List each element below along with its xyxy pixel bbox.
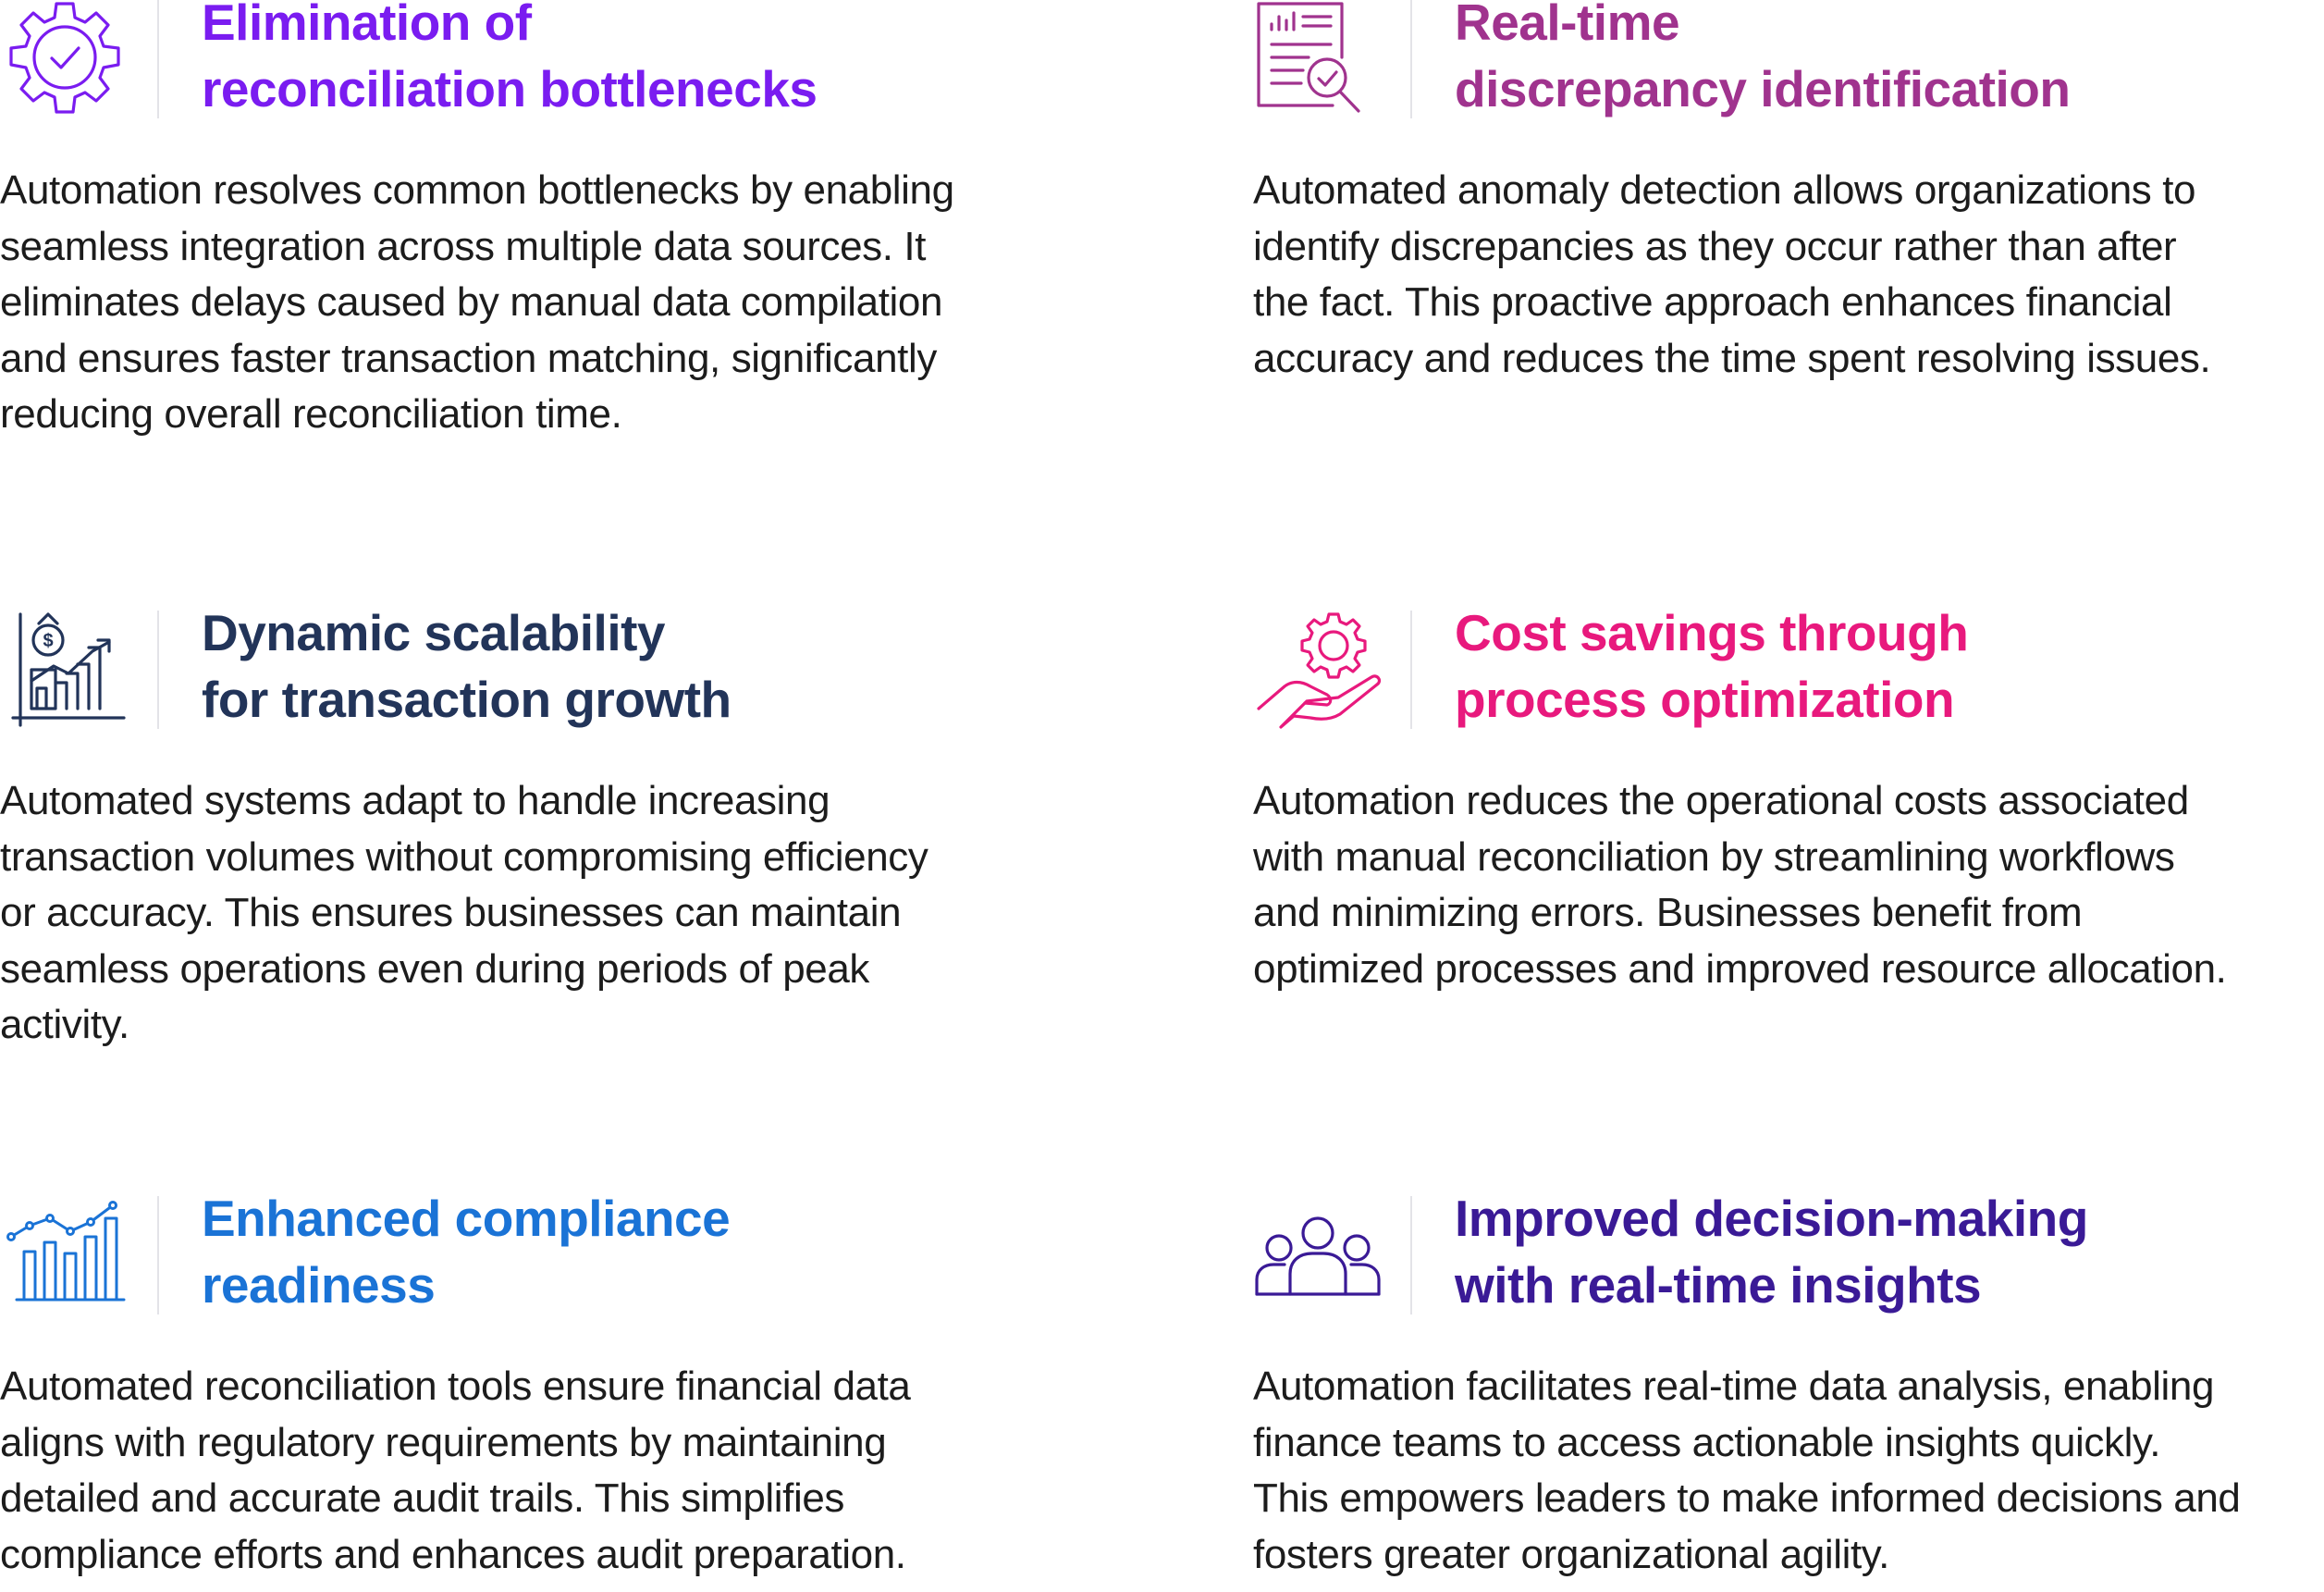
card-description-line: the fact. This proactive approach enhanc…	[1253, 279, 2172, 325]
card-title-line: Dynamic scalability	[202, 604, 666, 661]
card-description-line: finance teams to access actionable insig…	[1253, 1419, 2161, 1465]
card-description: Automated anomaly detection allows organ…	[1253, 163, 2324, 387]
card-description-line: seamless integration across multiple dat…	[0, 223, 927, 269]
divider	[1410, 0, 1412, 118]
money-growth-chart-icon: $	[0, 611, 129, 735]
card-description-line: reducing overall reconciliation time.	[0, 391, 622, 437]
card-description-line: Automation reduces the operational costs…	[1253, 778, 2189, 823]
card-description: Automated reconciliation tools ensure fi…	[0, 1359, 1091, 1583]
team-people-icon	[1253, 1196, 1383, 1321]
card-description-line: accuracy and reduces the time spent reso…	[1253, 335, 2211, 381]
card-description-line: Automated systems adapt to handle increa…	[0, 778, 830, 823]
divider	[1410, 611, 1412, 729]
card-description-line: aligns with regulatory requirements by m…	[0, 1419, 887, 1465]
card-description-line: or accuracy. This ensures businesses can…	[0, 890, 902, 935]
card-description-line: identify discrepancies as they occur rat…	[1253, 223, 2177, 269]
card-description: Automation resolves common bottlenecks b…	[0, 163, 1091, 443]
card-title-line: Improved decision-making	[1455, 1190, 2088, 1247]
card-title-line: readiness	[202, 1256, 436, 1314]
card-description-line: Automation resolves common bottlenecks b…	[0, 167, 954, 213]
hand-gear-icon	[1253, 611, 1383, 735]
card-description: Automated systems adapt to handle increa…	[0, 773, 1091, 1054]
card-description-line: detailed and accurate audit trails. This…	[0, 1475, 845, 1521]
card-description-line: eliminates delays caused by manual data …	[0, 279, 943, 325]
card-title-line: with real-time insights	[1455, 1256, 1982, 1314]
divider	[157, 0, 159, 118]
card-title-line: Elimination of	[202, 0, 532, 51]
card-description-line: fosters greater organizational agility.	[1253, 1531, 1889, 1577]
card-title-line: reconciliation bottlenecks	[202, 60, 818, 117]
card-title: Enhanced compliance readiness	[202, 1185, 731, 1318]
card-description-line: This empowers leaders to make informed d…	[1253, 1475, 2241, 1521]
card-title-line: Real-time	[1455, 0, 1680, 51]
card-title: Improved decision-making with real-time …	[1455, 1185, 2088, 1318]
gear-check-icon	[0, 0, 129, 125]
card-description: Automation reduces the operational costs…	[1253, 773, 2324, 997]
card-title: Cost savings through process optimizatio…	[1455, 599, 1969, 733]
card-title-line: discrepancy identification	[1455, 60, 2071, 117]
card-description-line: Automated anomaly detection allows organ…	[1253, 167, 2196, 213]
card-description-line: and ensures faster transaction matching,…	[0, 335, 937, 381]
card-description-line: transaction volumes without compromising…	[0, 833, 928, 880]
card-description-line: Automated reconciliation tools ensure fi…	[0, 1364, 911, 1409]
card-description-line: activity.	[0, 1002, 129, 1047]
card-title: Real-time discrepancy identification	[1455, 0, 2071, 122]
card-title: Dynamic scalability for transaction grow…	[202, 599, 732, 733]
card-description-line: optimized processes and improved resourc…	[1253, 945, 2227, 992]
card-description-line: and minimizing errors. Businesses benefi…	[1253, 890, 2083, 935]
card-title-line: Cost savings through	[1455, 604, 1969, 661]
svg-text:$: $	[43, 631, 53, 651]
report-magnifier-icon	[1253, 0, 1383, 125]
divider	[157, 1196, 159, 1314]
card-description-line: Automation facilitates real-time data an…	[1253, 1364, 2215, 1409]
card-description-line: compliance efforts and enhances audit pr…	[0, 1531, 906, 1577]
card-description: Automation facilitates real-time data an…	[1253, 1359, 2324, 1583]
card-description-line: with manual reconciliation by streamlini…	[1253, 833, 2175, 880]
card-title-line: Enhanced compliance	[202, 1190, 731, 1247]
bar-line-chart-icon	[0, 1196, 129, 1321]
divider	[157, 611, 159, 729]
card-title-line: process optimization	[1455, 671, 1955, 728]
card-description-line: seamless operations even during periods …	[0, 945, 870, 992]
card-title-line: for transaction growth	[202, 671, 732, 728]
card-title: Elimination of reconciliation bottleneck…	[202, 0, 818, 122]
divider	[1410, 1196, 1412, 1314]
